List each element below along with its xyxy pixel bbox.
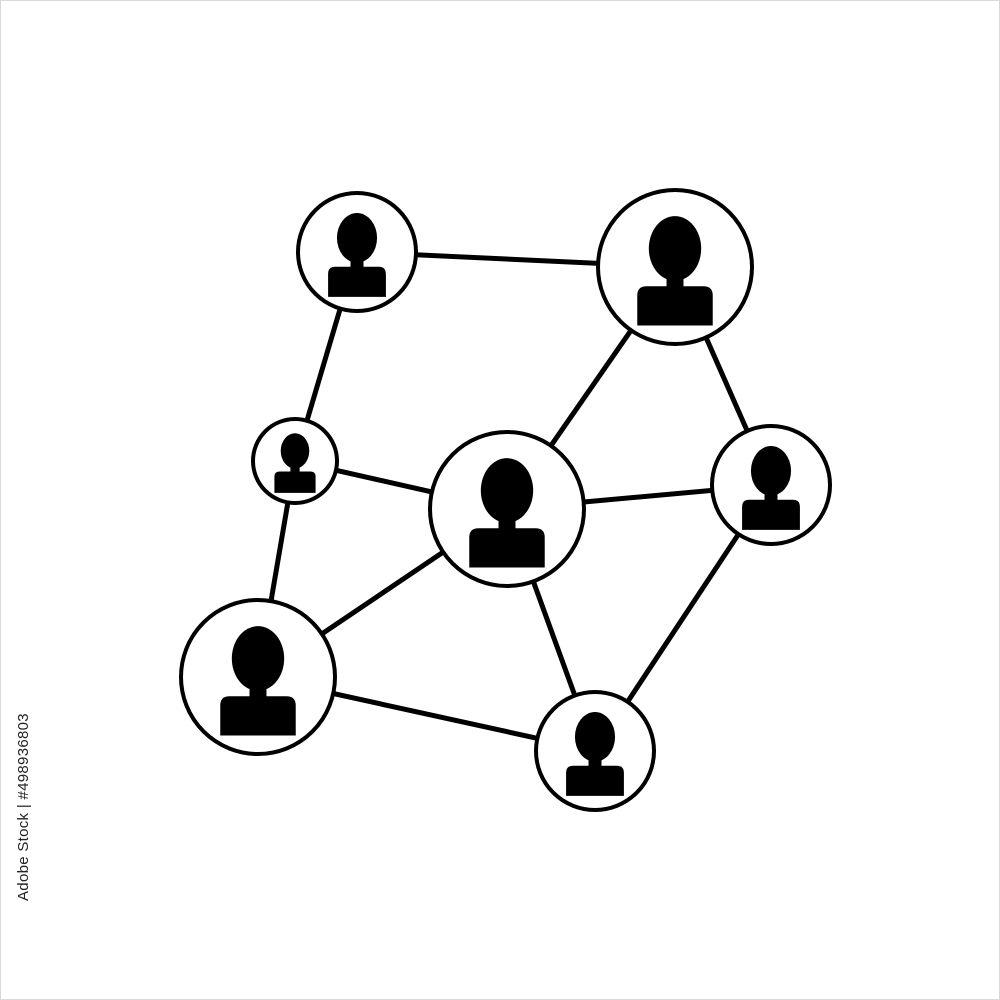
person-silhouette-icon — [742, 446, 800, 530]
person-silhouette-icon — [469, 458, 545, 568]
person-silhouette-icon — [220, 626, 296, 736]
node-mid-left — [251, 417, 339, 505]
node-top-left — [296, 191, 418, 313]
person-silhouette-icon — [566, 712, 624, 796]
node-mid-right — [710, 424, 832, 546]
node-bottom-center — [534, 690, 656, 812]
person-silhouette-icon — [274, 433, 316, 493]
person-silhouette-icon — [328, 213, 386, 297]
nodes-layer — [179, 188, 832, 812]
node-bottom-left — [179, 598, 337, 756]
node-center — [428, 430, 586, 588]
node-top-right — [596, 188, 754, 346]
person-silhouette-icon — [637, 216, 713, 326]
stock-id-watermark: Adobe Stock | #498936803 — [15, 713, 32, 901]
